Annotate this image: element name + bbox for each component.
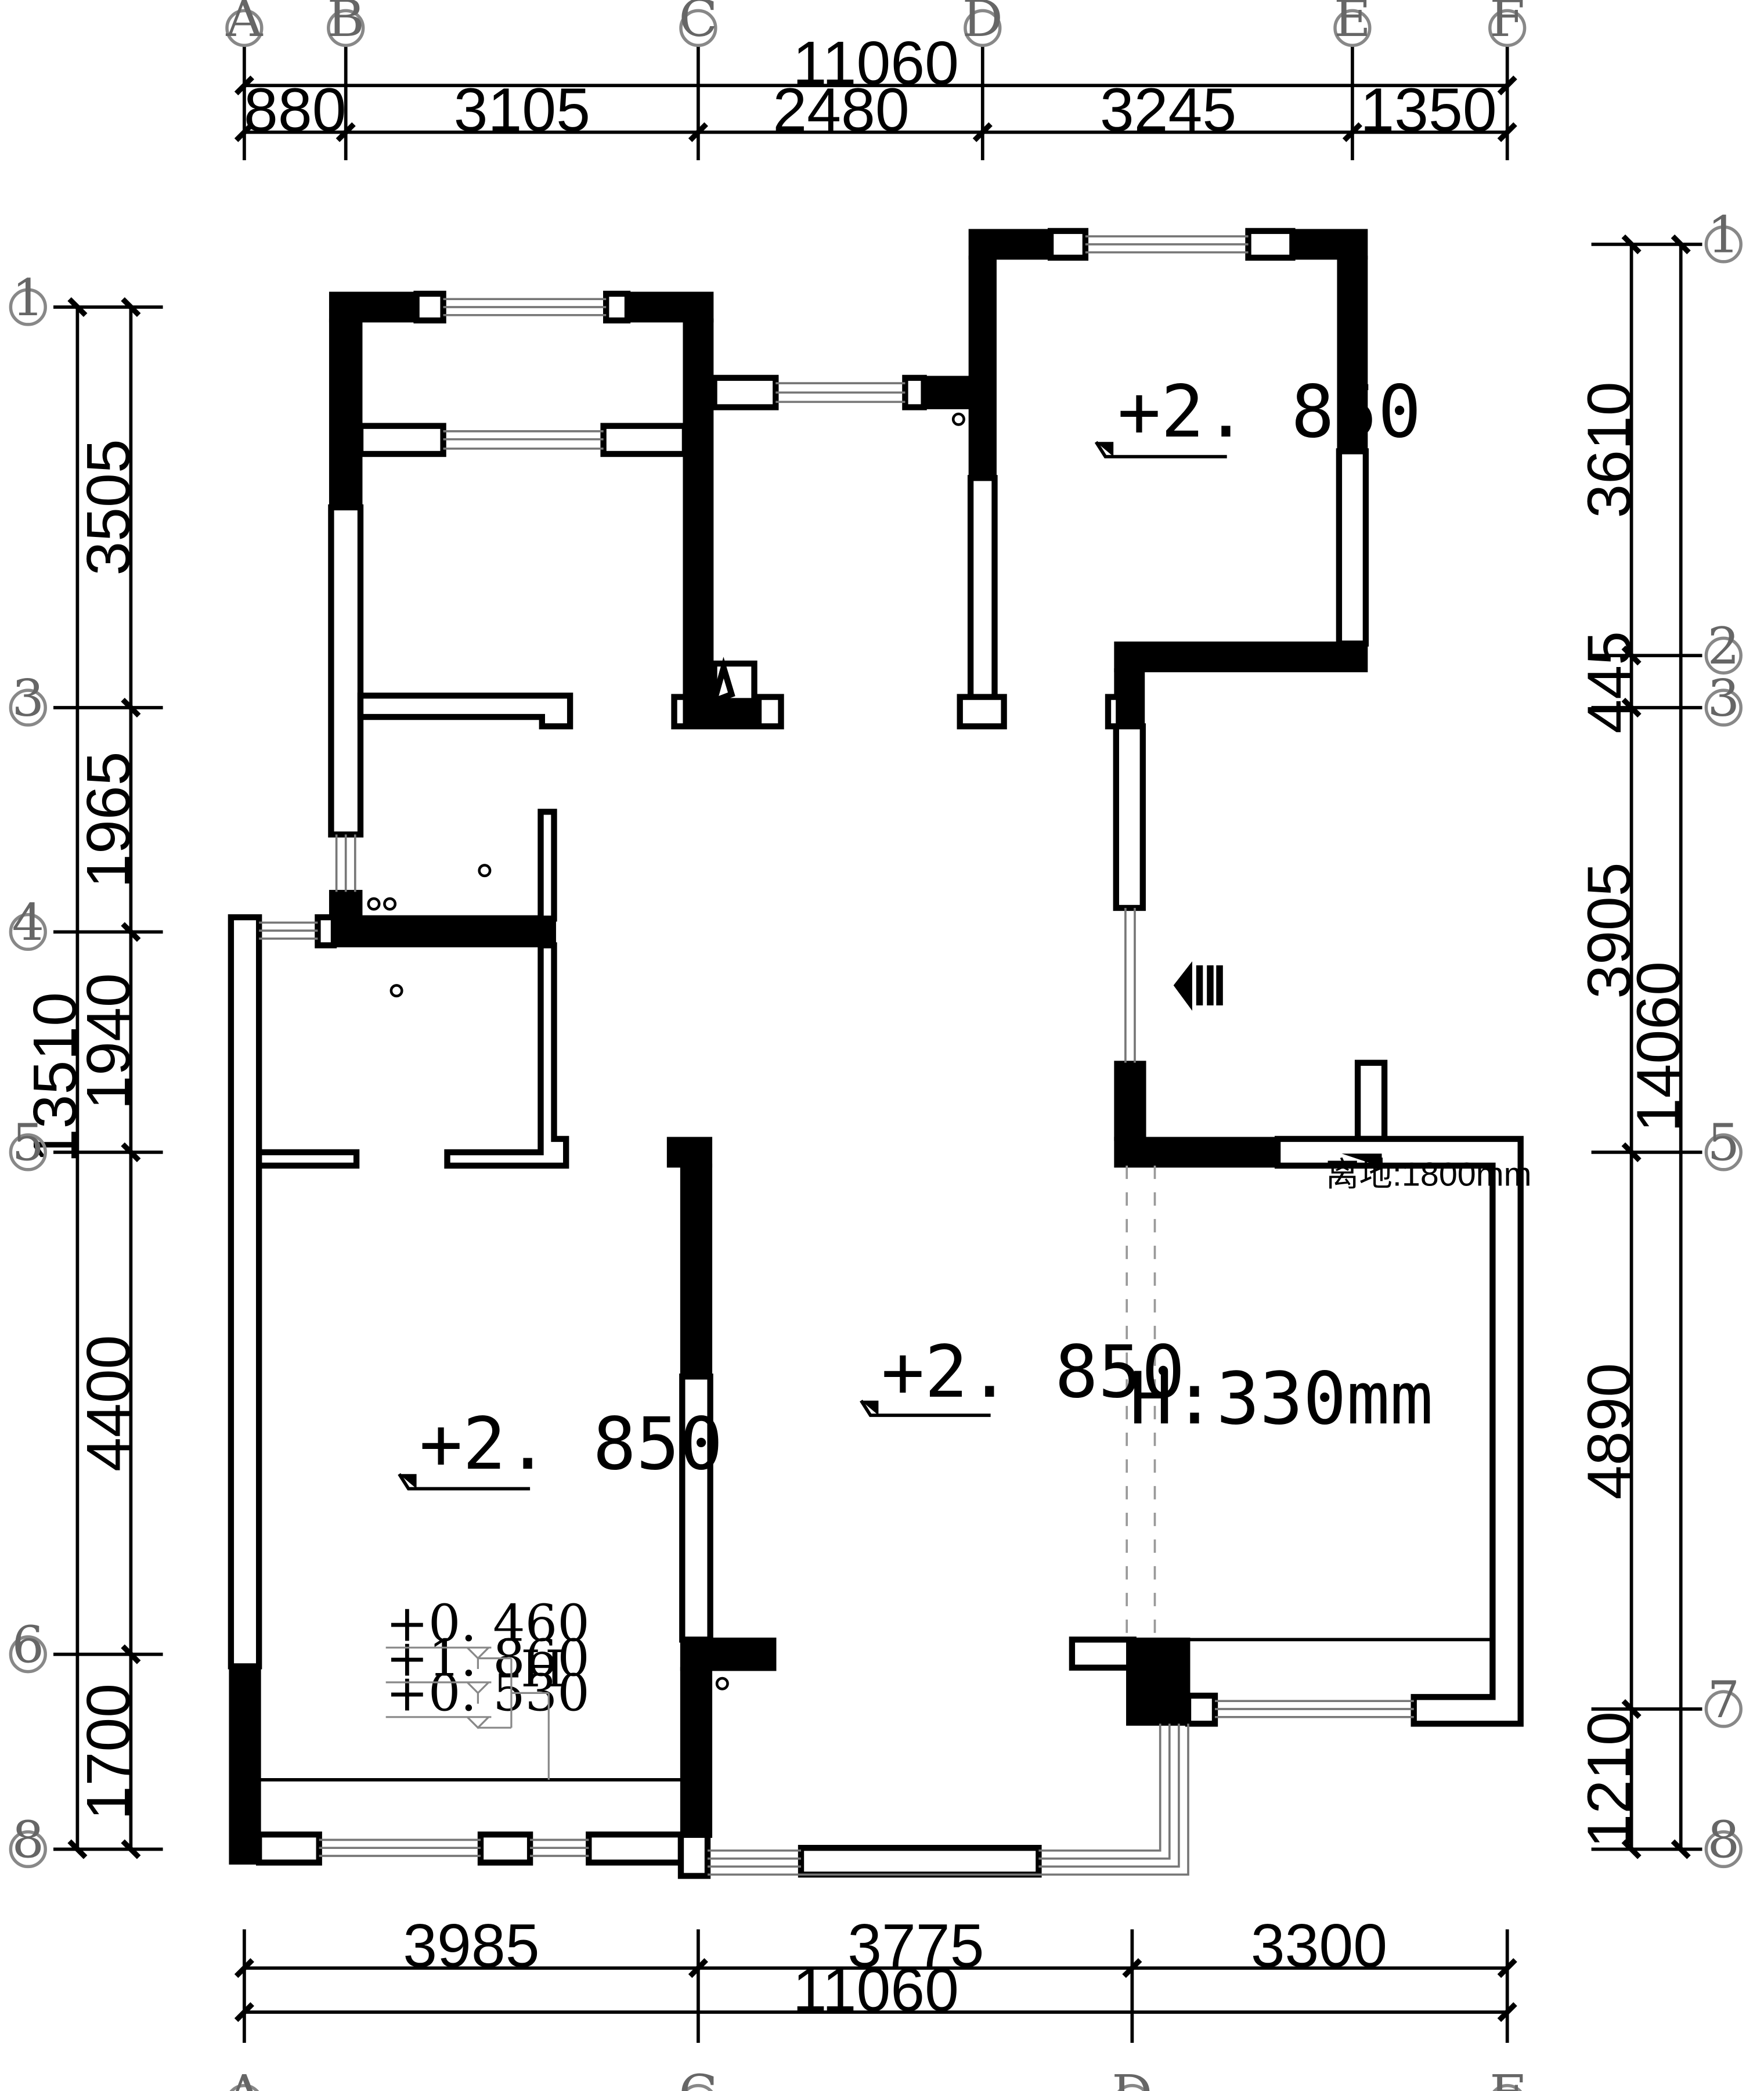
left-dim-1: 3505 xyxy=(74,439,143,575)
axis-label-right-8: 8 xyxy=(1707,1810,1740,1869)
pipe-circle xyxy=(367,897,381,911)
axis-bubble-right-1 xyxy=(1704,225,1743,264)
right-dim-3: 3905 xyxy=(1575,862,1643,998)
axis-bubble-left-4 xyxy=(9,913,47,951)
axis-label-left-4: 4 xyxy=(12,893,44,952)
windows xyxy=(259,235,1414,1876)
axis-bubble-bottom-D xyxy=(1117,2083,1147,2091)
level-label: +2. 850 xyxy=(881,1331,1185,1414)
axis-bubble-left-1 xyxy=(9,288,47,326)
top-dim-2: 3105 xyxy=(454,75,590,144)
walls xyxy=(228,228,1524,1879)
left-dim-2: 1965 xyxy=(74,752,143,888)
axis-label-top-F: F xyxy=(1489,0,1525,48)
level-label: +2. 850 xyxy=(1117,370,1421,454)
left-dim-4: 4400 xyxy=(74,1335,143,1472)
right-total-dim: 14060 xyxy=(1624,961,1693,1132)
axis-bubble-right-5 xyxy=(1704,1133,1743,1171)
axis-label-top-D: D xyxy=(962,0,1003,48)
pipe-circle xyxy=(951,412,965,426)
top-dim-4: 3245 xyxy=(1100,75,1236,144)
axis-label-bottom-D: D xyxy=(1112,2064,1152,2091)
beam-height-note: H:330mm xyxy=(1130,1357,1433,1441)
axis-bubble-top-C xyxy=(679,9,717,47)
bottom-total-dim: 11060 xyxy=(793,1956,959,2024)
right-dimensions: 3610 445 3905 4890 1210 14060 1 2 3 5 7 … xyxy=(1575,206,1743,1869)
top-dim-3: 2480 xyxy=(773,75,909,144)
axis-label-left-8: 8 xyxy=(12,1810,44,1869)
left-dim-5: 1700 xyxy=(74,1683,143,1820)
bottom-dim-1: 3985 xyxy=(403,1912,539,1980)
axis-label-right-5: 5 xyxy=(1707,1113,1740,1173)
axis-label-top-E: E xyxy=(1334,0,1371,48)
right-dim-1: 3610 xyxy=(1575,381,1643,518)
top-dim-1: 880 xyxy=(244,75,347,144)
axis-bubble-left-8 xyxy=(9,1830,47,1869)
level-marker-center: +2. 850 xyxy=(860,1331,1185,1417)
bottom-dim-3: 3300 xyxy=(1251,1912,1387,1980)
height-marker-h: H xyxy=(521,1639,565,1699)
right-dim-5: 1210 xyxy=(1575,1711,1643,1848)
axis-bubble-bottom-C xyxy=(683,2083,713,2091)
axis-label-bottom-F: F xyxy=(1489,2064,1525,2091)
axis-label-top-A: A xyxy=(225,0,263,48)
axis-bubble-right-3 xyxy=(1704,688,1743,727)
axis-label-right-1: 1 xyxy=(1707,206,1740,265)
left-dimensions: 3505 1965 1940 4400 1700 13510 1 3 4 5 6… xyxy=(9,268,163,1869)
top-dim-5: 1350 xyxy=(1360,75,1496,144)
axis-bubble-bottom-F xyxy=(1492,2083,1523,2091)
axis-label-left-5: 5 xyxy=(12,1113,44,1173)
window-sill-note: 离地:1800mm xyxy=(1326,1153,1532,1193)
pipe-circle xyxy=(383,897,397,911)
level-label: +2. 850 xyxy=(419,1403,723,1486)
height-markers: +0. 460 +1. 860 +0. 530 H xyxy=(385,1594,590,1780)
axis-bubble-left-5 xyxy=(9,1133,47,1171)
axis-bubble-top-D xyxy=(964,9,1002,47)
fixtures xyxy=(367,412,965,1690)
pipe-circle xyxy=(715,1677,729,1690)
window-sill-label: 离地:1800mm xyxy=(1326,1156,1532,1193)
bottom-dimensions: 3985 3775 3300 11060 A C D F xyxy=(225,1912,1525,2091)
height-value-3: +0. 530 xyxy=(386,1663,590,1722)
top-total-dim: 11060 xyxy=(793,29,959,98)
top-dimensions: 11060 880 3105 2480 3245 1350 A B C D E … xyxy=(225,0,1527,160)
left-dim-3: 1940 xyxy=(74,973,143,1109)
axis-label-top-C: C xyxy=(679,0,717,48)
pipe-circle xyxy=(478,864,492,878)
axis-bubble-right-7 xyxy=(1704,1690,1743,1728)
axis-bubble-left-6 xyxy=(9,1635,47,1674)
level-marker-left: +2. 850 xyxy=(398,1403,723,1491)
axis-bubble-right-2 xyxy=(1704,636,1743,675)
axis-bubble-bottom-A xyxy=(229,2083,259,2091)
level-marker-top-right: +2. 850 xyxy=(1094,370,1421,459)
right-dim-4: 4890 xyxy=(1575,1363,1643,1499)
axis-label-left-6: 6 xyxy=(12,1616,44,1675)
axis-label-right-3: 3 xyxy=(1707,669,1740,728)
height-value-1: +0. 460 xyxy=(386,1594,590,1653)
axis-label-bottom-A: A xyxy=(225,2064,263,2091)
axis-bubble-top-F xyxy=(1488,9,1527,47)
axis-bubble-top-E xyxy=(1333,9,1372,47)
axis-label-top-B: B xyxy=(327,0,365,48)
axis-label-left-3: 3 xyxy=(12,669,44,728)
axis-label-left-1: 1 xyxy=(12,268,44,327)
axis-label-right-7: 7 xyxy=(1707,1670,1740,1729)
axis-label-bottom-C: C xyxy=(679,2064,717,2091)
pipe-circle xyxy=(389,984,403,998)
right-dim-2: 445 xyxy=(1575,631,1643,734)
axis-bubble-top-B xyxy=(327,9,365,47)
axis-bubble-right-8 xyxy=(1704,1830,1743,1869)
axis-bubble-left-3 xyxy=(9,688,47,727)
entrance-arrow-icon xyxy=(1173,961,1223,1011)
axis-label-right-2: 2 xyxy=(1707,617,1740,676)
axis-bubble-top-A xyxy=(225,9,264,47)
bottom-dim-2: 3775 xyxy=(847,1912,984,1980)
